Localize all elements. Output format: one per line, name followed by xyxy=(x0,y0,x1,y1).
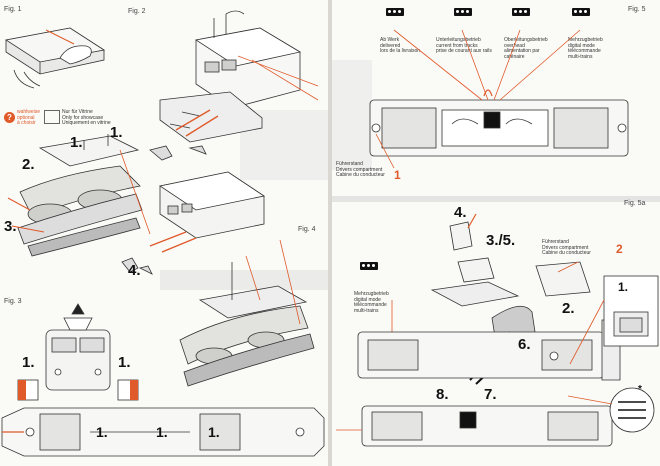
step-3-5: 3./5. xyxy=(486,232,516,249)
step-1: 1. xyxy=(70,134,83,151)
fig2-lower-drawing xyxy=(7,134,151,257)
step-1: 1. xyxy=(110,124,123,141)
step-1: 1. xyxy=(118,354,131,371)
step-7: 7. xyxy=(484,386,497,403)
grey-band xyxy=(160,270,328,290)
fig2-drawing xyxy=(149,10,319,161)
step-2: 2. xyxy=(562,300,575,317)
fig5a-chassis-mid xyxy=(357,319,621,381)
fig5-chassis xyxy=(369,29,629,169)
fig5a-label: Fig. 5a xyxy=(624,200,646,207)
step-2: 2. xyxy=(22,156,35,173)
left-page: Fig. 1 Fig. 2 Fig. 3 Fig. 4 ? wahlweise … xyxy=(0,0,328,466)
step-4: 4. xyxy=(454,204,467,221)
fig4-drawing xyxy=(121,171,315,387)
step-6: 6. xyxy=(518,336,531,353)
left-drawings xyxy=(1,10,325,457)
step-1: 1. xyxy=(22,354,35,371)
switch-icon xyxy=(512,8,530,16)
right-drawings xyxy=(336,29,659,447)
fig1-drawing xyxy=(4,27,106,89)
fig3-label: Fig. 3 xyxy=(4,298,22,305)
step-3: 3. xyxy=(4,218,17,235)
fig4-label: Fig. 4 xyxy=(298,226,316,233)
optional-icon: ? xyxy=(4,112,15,123)
step-1: 1. xyxy=(156,424,168,440)
fig2-label: Fig. 2 xyxy=(128,8,146,15)
fig3-drawing xyxy=(17,303,139,401)
grey-band xyxy=(332,60,372,170)
cab1-number: 1 xyxy=(394,168,401,182)
fig5-label: Fig. 5 xyxy=(628,6,646,13)
step-1: 1. xyxy=(96,424,108,440)
star-marker: * xyxy=(638,384,642,395)
legend-optional: wahlweise optional à choisir xyxy=(17,109,41,127)
legend-vitrine: Nur für Vitrine Only for showcase Unique… xyxy=(62,109,111,127)
page-gutter xyxy=(328,0,332,466)
step-4: 4. xyxy=(128,262,141,279)
chassis-plan xyxy=(1,407,325,457)
fig5a-chassis-bottom xyxy=(336,405,613,447)
switch-icon xyxy=(360,262,378,270)
switch-icon xyxy=(572,8,590,16)
fig1-label: Fig. 1 xyxy=(4,6,22,13)
step-1-zoom: 1. xyxy=(618,280,629,294)
step-1: 1. xyxy=(208,424,220,440)
divider xyxy=(332,196,660,202)
zoom-box xyxy=(567,275,659,433)
showcase-icon xyxy=(44,110,60,124)
switch-icon xyxy=(454,8,472,16)
step-8: 8. xyxy=(436,386,449,403)
cab2-number: 2 xyxy=(616,242,623,256)
switch-icon xyxy=(386,8,404,16)
